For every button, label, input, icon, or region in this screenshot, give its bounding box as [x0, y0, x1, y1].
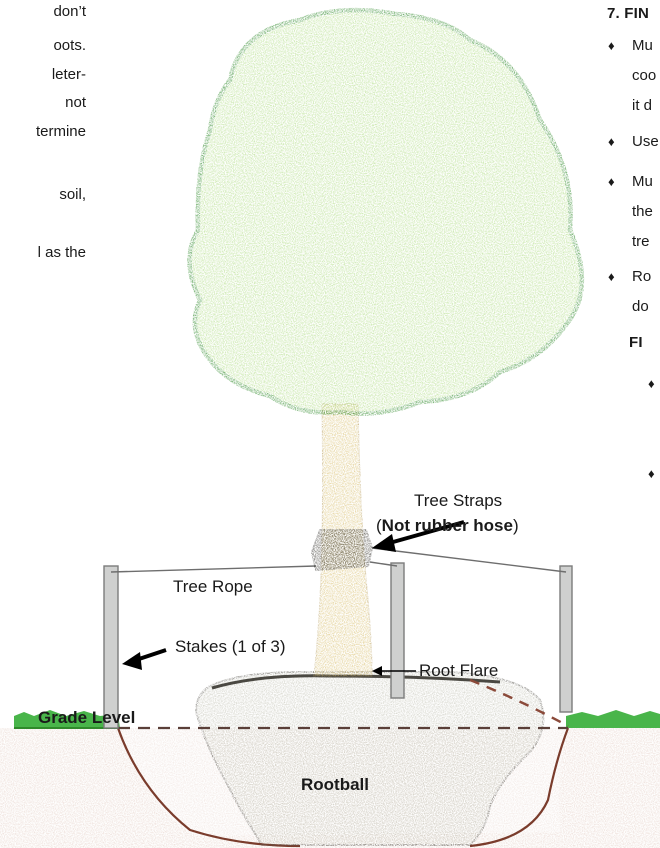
right-text-fragment: it d — [632, 97, 652, 115]
stakes-arrow — [122, 650, 166, 670]
grade-level-label: Grade Level — [38, 708, 135, 728]
stake-right — [560, 566, 572, 712]
right-text-fragment: Ro — [632, 268, 651, 286]
bullet-diamond-icon: ♦ — [648, 375, 655, 393]
bullet-diamond-icon: ♦ — [608, 268, 615, 286]
right-text-fragment: Mu — [632, 173, 653, 191]
right-text-fragment: the — [632, 203, 653, 221]
right-text-fragment: coo — [632, 67, 656, 85]
not-rubber-hose-label: Not rubber hose — [382, 516, 513, 535]
tree-strap — [312, 530, 372, 570]
root-flare-label: Root Flare — [419, 661, 498, 681]
bullet-diamond-icon: ♦ — [648, 465, 655, 483]
tree-rope-label: Tree Rope — [173, 577, 253, 597]
stake-left — [104, 566, 118, 728]
section-heading: 7. FIN — [607, 5, 649, 23]
right-text-fragment: Mu — [632, 37, 653, 55]
bullet-diamond-icon: ♦ — [608, 173, 615, 191]
right-text-fragment: do — [632, 298, 649, 316]
right-text-fragment: tre — [632, 233, 650, 251]
rootball-label: Rootball — [301, 775, 369, 795]
tree-canopy — [189, 10, 581, 413]
tree-straps-label: Tree Straps — [414, 491, 502, 511]
rubber-hose-note: (Not rubber hose) — [376, 516, 519, 536]
right-text-column: 7. FIN ♦ Mu coo it d ♦ Use ♦ Mu the tre … — [596, 0, 660, 520]
sub-heading: FI — [629, 334, 643, 352]
right-text-fragment: Use — [632, 133, 659, 151]
paren-close: ) — [513, 516, 519, 535]
grass-right — [566, 710, 660, 728]
stake-middle — [391, 563, 404, 698]
stakes-label: Stakes (1 of 3) — [175, 637, 286, 657]
bullet-diamond-icon: ♦ — [608, 133, 615, 151]
bullet-diamond-icon: ♦ — [608, 37, 615, 55]
